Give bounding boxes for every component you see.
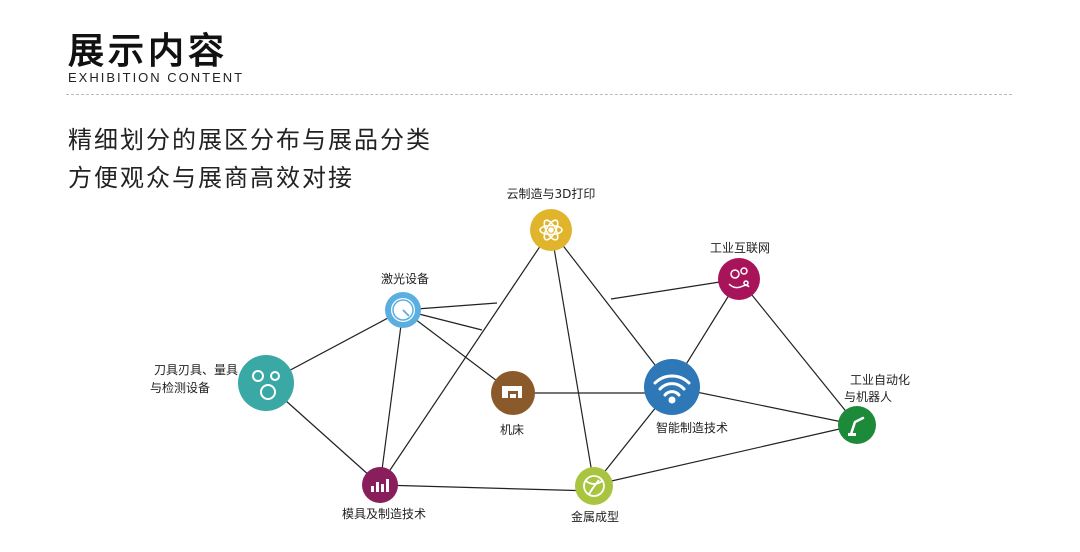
- atom-icon: [539, 219, 563, 241]
- node-metal-forming[interactable]: 金属成型: [571, 467, 619, 524]
- machine-icon: [502, 386, 522, 398]
- node-circle: [491, 371, 535, 415]
- node-label-smart: 智能制造技术: [656, 420, 728, 435]
- description-line-2: 方便观众与展商高效对接: [68, 164, 354, 192]
- node-automation-robotics[interactable]: 工业自动化 与机器人: [838, 373, 910, 444]
- wifi-icon: [653, 374, 691, 404]
- node-circle: [718, 258, 760, 300]
- sphere-icon: [583, 475, 605, 497]
- connection-lines: [265, 229, 858, 492]
- node-circle: [362, 467, 398, 503]
- node-cutting-tools[interactable]: 刀具刃具、量具 与检测设备: [150, 355, 294, 411]
- node-laser-equipment[interactable]: 激光设备: [381, 272, 429, 328]
- node-label-machine: 机床: [500, 423, 524, 437]
- node-label-cloud: 云制造与3D打印: [507, 187, 596, 201]
- node-cloud-3d-printing[interactable]: 云制造与3D打印: [507, 187, 596, 251]
- gears-icon: [728, 267, 750, 289]
- dashed-divider: [66, 94, 1012, 95]
- robot-arm-icon: [848, 416, 865, 436]
- node-label-robot-2: 与机器人: [844, 390, 892, 404]
- bar-chart-icon: [371, 479, 389, 492]
- node-label-iiot: 工业互联网: [710, 241, 770, 255]
- node-smart-manufacturing[interactable]: 智能制造技术: [644, 359, 728, 435]
- node-mold-technology[interactable]: 模具及制造技术: [342, 467, 426, 521]
- node-circle: [238, 355, 294, 411]
- gauge-icon: [391, 298, 415, 322]
- node-circle: [838, 406, 876, 444]
- page-title: 展示内容: [68, 31, 229, 72]
- description-line-1: 精细划分的展区分布与展品分类: [68, 126, 432, 154]
- page-subtitle: EXHIBITION CONTENT: [68, 70, 245, 85]
- node-industrial-internet[interactable]: 工业互联网: [710, 241, 770, 300]
- node-label-mold: 模具及制造技术: [342, 507, 426, 521]
- node-label-tools-2: 与检测设备: [150, 380, 210, 395]
- node-label-metal: 金属成型: [571, 509, 619, 524]
- node-label-tools-1: 刀具刃具、量具: [154, 363, 238, 377]
- node-machine-tools[interactable]: 机床: [491, 371, 535, 437]
- node-circle: [644, 359, 700, 415]
- node-label-laser: 激光设备: [381, 272, 429, 286]
- bubbles-icon: [252, 370, 280, 400]
- node-label-robot-1: 工业自动化: [850, 373, 910, 387]
